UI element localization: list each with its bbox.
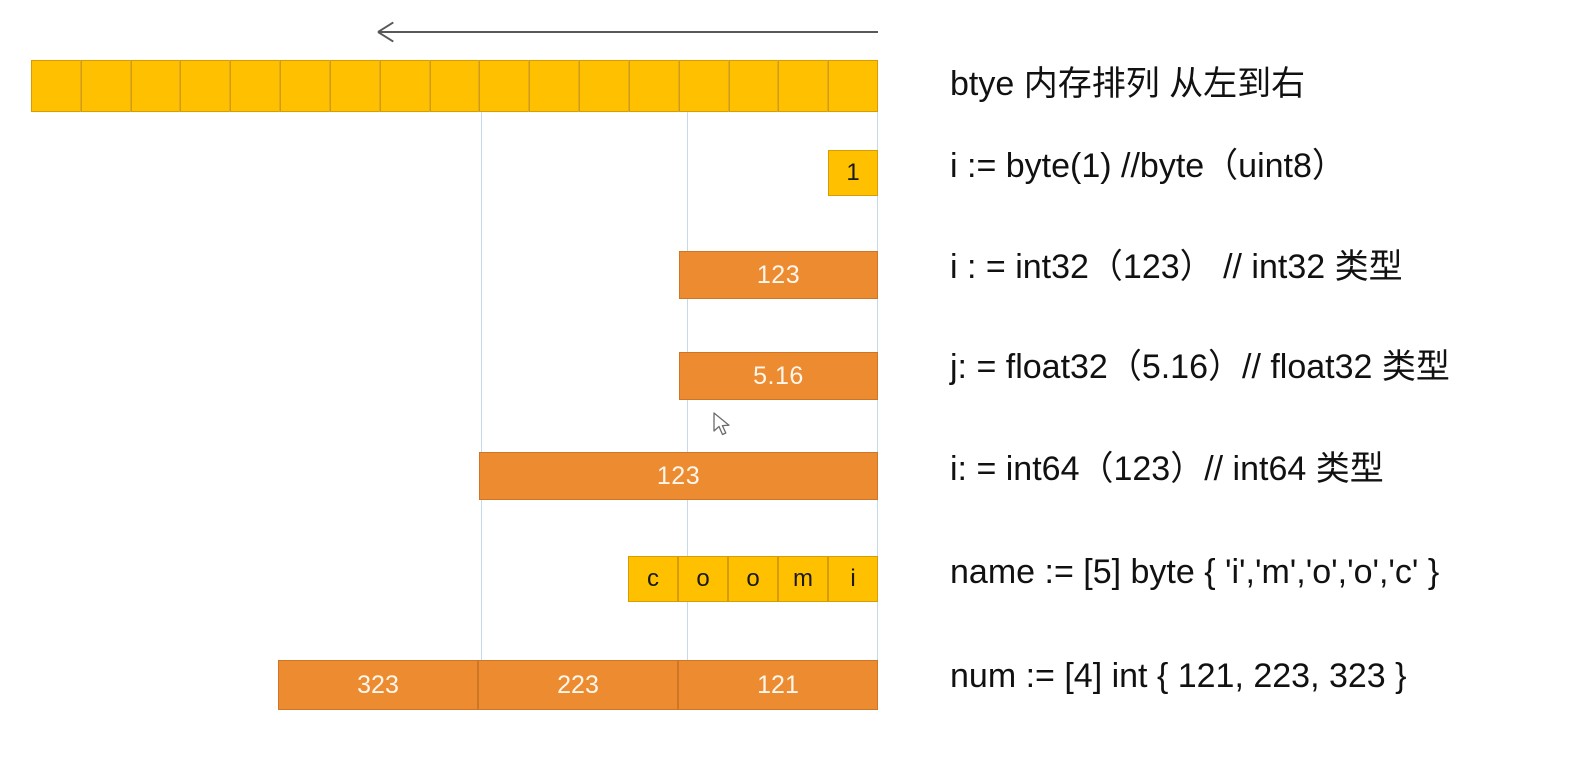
memory-byte-cell <box>379 60 430 112</box>
memory-byte-cell <box>628 60 679 112</box>
name-array-cell-label: m <box>793 565 813 592</box>
num-array-cell: 223 <box>478 660 678 710</box>
name-array-cell-label: o <box>746 565 760 592</box>
memory-byte-cell <box>31 60 81 112</box>
memory-byte-cell <box>579 60 629 112</box>
num-array-cell-label: 323 <box>357 670 399 699</box>
value-block-int64: 123 <box>479 452 878 500</box>
name-array-cell-label: o <box>696 565 710 592</box>
memory-byte-cell <box>180 60 231 112</box>
value-block-byte: 1 <box>828 150 878 196</box>
memory-byte-cell <box>678 60 729 112</box>
value-label-byte: 1 <box>846 159 860 186</box>
num-array-cell-label: 121 <box>757 670 799 699</box>
memory-byte-cell <box>80 60 131 112</box>
memory-byte-cell <box>479 60 530 112</box>
value-label-int32: 123 <box>756 260 801 289</box>
value-label-float32: 5.16 <box>753 361 804 390</box>
memory-byte-cell <box>130 60 181 112</box>
memory-byte-cell <box>529 60 580 112</box>
num-array-cell: 323 <box>278 660 478 710</box>
caption-byte: i := byte(1) //byte（uint8） <box>950 147 1346 185</box>
value-block-name-array: c o o m i <box>628 556 878 602</box>
num-array-cell-label: 223 <box>557 670 599 699</box>
name-array-cell: m <box>778 556 828 602</box>
caption-int32: i : = int32（123） // int32 类型 <box>950 248 1403 286</box>
memory-byte-cell <box>778 60 829 112</box>
value-block-float32: 5.16 <box>679 352 878 400</box>
memory-direction-arrow-line <box>378 31 878 33</box>
guide-line-8byte <box>481 62 482 710</box>
mouse-cursor <box>713 412 733 438</box>
caption-float32: j: = float32（5.16）// float32 类型 <box>950 348 1450 386</box>
value-label-int64: 123 <box>656 461 701 490</box>
name-array-cell: o <box>678 556 728 602</box>
caption-num-array: num := [4] int { 121, 223, 323 } <box>950 657 1407 695</box>
name-array-cell-label: c <box>647 565 659 592</box>
caption-memory-layout: btye 内存排列 从左到右 <box>950 65 1306 103</box>
memory-byte-cell <box>230 60 281 112</box>
memory-byte-cell <box>329 60 380 112</box>
caption-name-array: name := [5] byte { 'i','m','o','o','c' } <box>950 553 1440 591</box>
memory-byte-cell <box>280 60 330 112</box>
value-block-int32: 123 <box>679 251 878 299</box>
name-array-cell: i <box>828 556 878 602</box>
name-array-cell: o <box>728 556 778 602</box>
memory-byte-strip <box>31 60 879 112</box>
memory-byte-cell <box>728 60 779 112</box>
memory-byte-cell <box>828 60 879 112</box>
value-block-num-array: 323 223 121 <box>278 660 878 710</box>
num-array-cell: 121 <box>678 660 878 710</box>
memory-byte-cell <box>429 60 480 112</box>
caption-int64: i: = int64（123）// int64 类型 <box>950 450 1384 488</box>
name-array-cell-label: i <box>850 565 856 592</box>
name-array-cell: c <box>628 556 678 602</box>
